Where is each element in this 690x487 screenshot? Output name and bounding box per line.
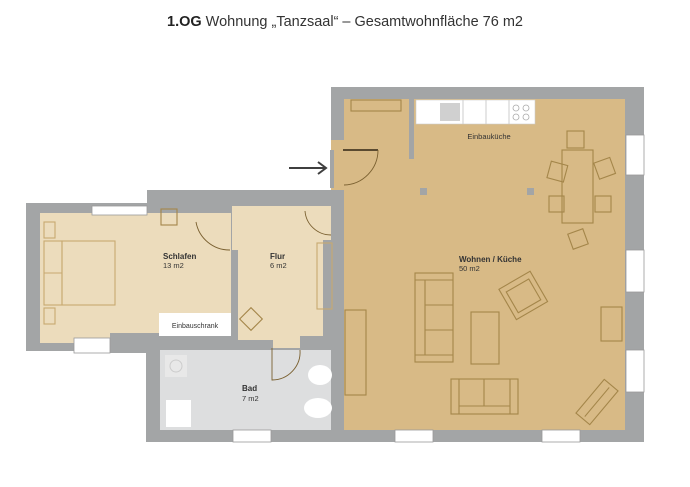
floors [40, 99, 625, 430]
dining-table [561, 149, 594, 224]
cabinet [600, 306, 623, 342]
sideboard [350, 99, 402, 112]
doors[interactable] [195, 149, 379, 381]
stool [160, 208, 178, 226]
wardrobe-flur [316, 242, 333, 310]
room-name-wohnen: Wohnen / Küche [459, 255, 522, 264]
chair [593, 156, 617, 180]
room-area-schlafen: 13 m2 [163, 261, 184, 270]
nightstand [43, 221, 56, 239]
wardrobe [159, 313, 231, 336]
sofa [414, 272, 454, 363]
room-area-wohnen: 50 m2 [459, 264, 480, 273]
living-floor [344, 99, 625, 430]
kitchen-label: Einbauküche [467, 132, 510, 141]
kitchen-counter [415, 99, 536, 125]
window [625, 249, 645, 293]
room-name-bad: Bad [242, 384, 257, 393]
bedroom-floor-ext [40, 213, 159, 343]
window [91, 205, 148, 216]
plan-title: 1.OG Wohnung „Tanzsaal“ – Gesamtwohnfläc… [0, 14, 690, 30]
bedroom-furniture [43, 208, 333, 332]
window [625, 134, 645, 176]
chair [546, 160, 569, 183]
chair [548, 195, 565, 213]
bath-fixtures [165, 355, 332, 427]
room-area-bad: 7 m2 [242, 394, 259, 403]
sideboard [344, 309, 367, 396]
toilet [308, 365, 332, 385]
interior-walls [110, 99, 414, 440]
arrow-right-icon [289, 161, 328, 175]
window [625, 349, 645, 393]
window [541, 429, 581, 443]
nightstand [43, 307, 56, 325]
plan-title-text: Wohnung „Tanzsaal“ – Gesamtwohnfläche 76… [201, 14, 523, 30]
floor-label: 1.OG [167, 14, 202, 30]
chair [567, 228, 589, 250]
chair [594, 195, 612, 213]
stool [238, 306, 264, 332]
shower [166, 400, 191, 427]
room-name-flur: Flur [270, 252, 285, 261]
windows[interactable] [73, 134, 645, 443]
room-labels: Wohnen / Küche 50 m2 Schlafen 13 m2 Flur… [163, 252, 522, 403]
room-name-schlafen: Schlafen [163, 252, 196, 261]
wardrobe-label: Einbauschrank [172, 323, 219, 330]
window [232, 429, 272, 443]
sink [304, 398, 332, 418]
room-area-flur: 6 m2 [270, 261, 287, 270]
chair [566, 130, 585, 149]
window [394, 429, 434, 443]
piano [575, 378, 619, 426]
furniture [344, 99, 623, 426]
coffee-table [470, 311, 500, 365]
armchair [498, 270, 549, 321]
window [73, 337, 111, 354]
